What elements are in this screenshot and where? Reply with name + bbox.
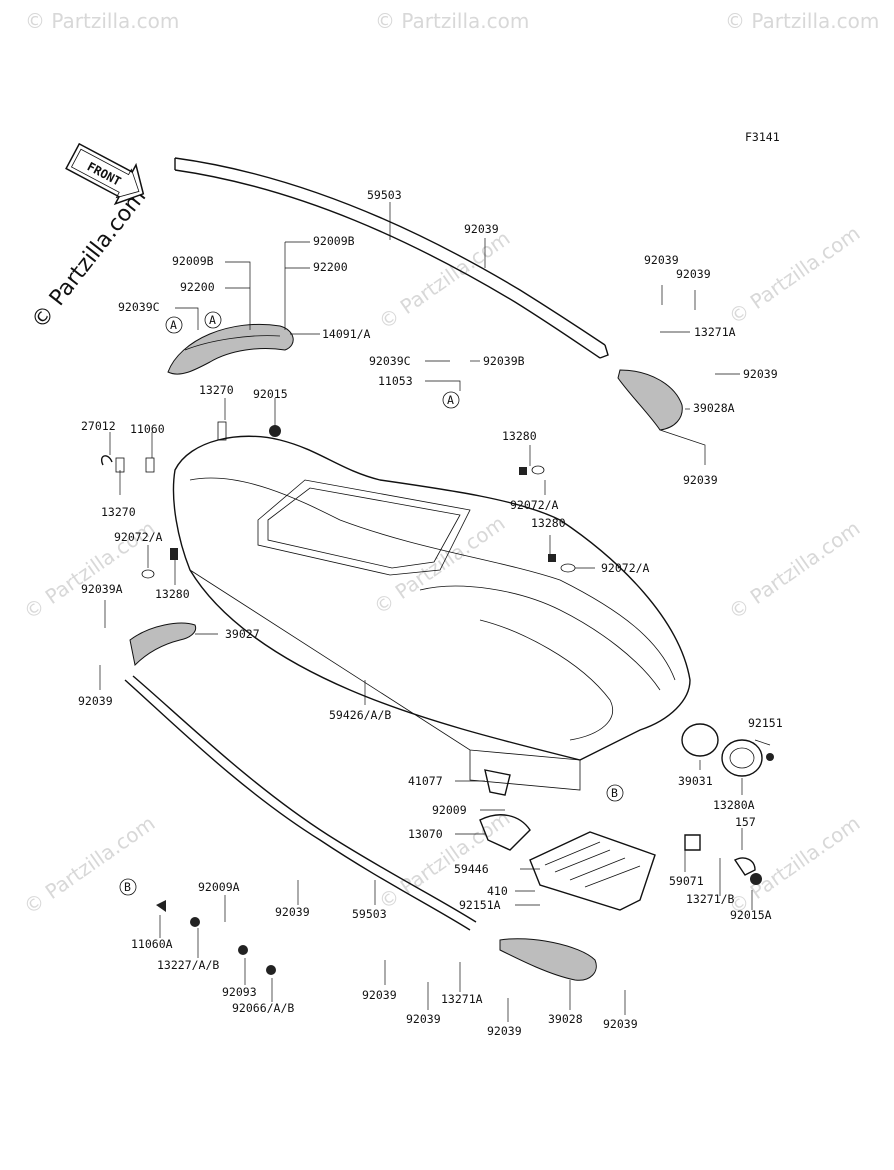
part-label: 92009	[432, 803, 467, 817]
part-label: 92039	[78, 694, 113, 708]
part-label: 92072/A	[601, 561, 650, 575]
part-label: 39028A	[693, 401, 735, 415]
callout-b: B	[611, 786, 618, 800]
part-label: 92039A	[81, 582, 123, 596]
part-label: 13280A	[713, 798, 755, 812]
watermark: © Partzilla.com	[725, 9, 879, 33]
part-label: 92009A	[198, 880, 240, 894]
part-label: 92039	[683, 473, 718, 487]
part-label: 13271A	[441, 992, 483, 1006]
gunwale-strip-bottom	[124, 675, 477, 931]
part-labels: 59503 92039 92009B 92009B 92200 92200 92…	[78, 188, 783, 1038]
part-label: 59426/A/B	[329, 708, 391, 722]
part-label: 92039	[275, 905, 310, 919]
part-label: 92200	[313, 260, 348, 274]
part-label: 92015	[253, 387, 288, 401]
part-label: 39028	[548, 1012, 583, 1026]
part-label: 59446	[454, 862, 489, 876]
callout-a: A	[447, 393, 454, 407]
rear-bumper-right	[617, 369, 683, 431]
part-label: 92151	[748, 716, 783, 730]
fasteners	[101, 421, 774, 975]
hull-deck	[172, 435, 691, 791]
watermark: © Partzilla.com	[19, 811, 159, 919]
watermark: © Partzilla.com	[25, 9, 179, 33]
part-label: 92009B	[172, 254, 214, 268]
part-label: 13070	[408, 827, 443, 841]
part-label: 92039	[362, 988, 397, 1002]
part-label: 13227/A/B	[157, 958, 219, 972]
front-bumper-left	[129, 622, 197, 667]
part-label: 92200	[180, 280, 215, 294]
part-label: 92039C	[118, 300, 160, 314]
front-cover-part	[167, 323, 294, 375]
callout-a: A	[209, 313, 216, 327]
watermark: © Partzilla.com	[724, 516, 864, 624]
part-label: 92039	[644, 253, 679, 267]
part-label: 11060	[130, 422, 165, 436]
part-label: 92039	[603, 1017, 638, 1031]
intake-grate	[529, 831, 656, 911]
part-label: 14091/A	[322, 327, 371, 341]
callout-a: A	[170, 318, 177, 332]
part-label: 92009B	[313, 234, 355, 248]
part-label: 59503	[352, 907, 387, 921]
part-label: 11053	[378, 374, 413, 388]
part-label: 27012	[81, 419, 116, 433]
part-label: 92072/A	[114, 530, 163, 544]
part-label: 92093	[222, 985, 257, 999]
watermark: © Partzilla.com	[369, 511, 509, 619]
part-label: 59503	[367, 188, 402, 202]
nozzle-parts	[479, 723, 763, 876]
part-label: 13280	[502, 429, 537, 443]
part-label: 39027	[225, 627, 260, 641]
front-arrow-icon: FRONT	[65, 142, 145, 206]
part-label: 92039	[487, 1024, 522, 1038]
part-label: 410	[487, 884, 508, 898]
callout-b: B	[124, 880, 131, 894]
rear-bumper-bottom	[499, 938, 597, 981]
part-label: 92151A	[459, 898, 501, 912]
part-label: 157	[735, 815, 756, 829]
callouts: A A A B B	[119, 311, 624, 896]
part-label: 39031	[678, 774, 713, 788]
watermark: © Partzilla.com	[724, 221, 864, 329]
watermark: © Partzilla.com	[374, 226, 514, 334]
part-label: 13271A	[694, 325, 736, 339]
part-label: 92039	[676, 267, 711, 281]
part-label: 92015A	[730, 908, 772, 922]
part-label: 13280	[531, 516, 566, 530]
watermarks: © Partzilla.com © Partzilla.com © Partzi…	[19, 9, 879, 919]
diagram-code: F3141	[745, 130, 780, 144]
part-label: 59071	[669, 874, 704, 888]
leader-lines	[99, 202, 771, 1022]
gunwale-strip-top	[174, 157, 609, 359]
part-label: 92072/A	[510, 498, 559, 512]
part-label: 92039C	[369, 354, 411, 368]
part-label: 92039	[406, 1012, 441, 1026]
watermark: © Partzilla.com	[375, 9, 529, 33]
part-label: 92039	[464, 222, 499, 236]
part-label: 13280	[155, 587, 190, 601]
part-label: 13271/B	[686, 892, 735, 906]
part-label: 41077	[408, 774, 443, 788]
part-label: 13270	[101, 505, 136, 519]
part-label: 13270	[199, 383, 234, 397]
part-label: 92039	[743, 367, 778, 381]
part-label: 11060A	[131, 937, 173, 951]
part-label: 92039B	[483, 354, 525, 368]
part-label: 92066/A/B	[232, 1001, 294, 1015]
